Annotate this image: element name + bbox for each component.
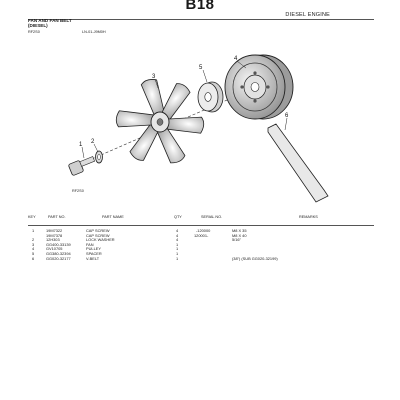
cell-part-no: 12H303 [46, 237, 60, 243]
parts-diagram: 1 2 3 4 5 6 RF2S0 [68, 54, 329, 203]
pulley-part [224, 54, 294, 120]
callout-1: 1 [79, 142, 83, 148]
callout-3: 3 [152, 74, 156, 80]
cell-qty: 1 [176, 241, 179, 247]
cell-part-name: PULLEY [86, 246, 101, 252]
cell-serial-no: 120001- [194, 232, 209, 238]
cell-remarks: M8 X 35 [232, 228, 247, 233]
cell-key: 4 [32, 246, 35, 252]
cell-qty: 4 [176, 232, 179, 238]
callout-numbers: 1 2 3 4 5 6 [79, 56, 289, 148]
col-part-name: PART NAME [102, 215, 124, 219]
cell-part-no: GG380-32394 [46, 251, 71, 256]
callout-5: 5 [199, 65, 203, 71]
callout-leaders [81, 60, 288, 159]
callout-6: 6 [285, 113, 289, 119]
cell-qty: 1 [176, 255, 179, 261]
cell-qty: 4 [176, 237, 179, 243]
cell-key: 5 [32, 251, 35, 256]
header-rule [28, 19, 374, 20]
spacer-part [197, 81, 224, 113]
cell-part-name: V-BELT [86, 255, 100, 261]
cell-part-name: CAP SCREW [86, 232, 110, 238]
fan-part [115, 79, 205, 164]
lock-washer-part [95, 150, 103, 164]
cell-part-name: CAP SCREW [86, 228, 110, 233]
cell-remarks: M8 X 40 [232, 232, 247, 238]
figure-heading: FAN AND FAN BELT (DIESEL) [28, 18, 72, 29]
cell-part-no: GG020-32177 [46, 255, 71, 261]
figure-code: RF2S0 [28, 30, 40, 34]
callout-4: 4 [234, 56, 238, 62]
page-title: B18 [185, 0, 215, 13]
heading-subtitle: (DIESEL) [28, 23, 48, 29]
cell-key: 6 [32, 255, 35, 261]
section-label: DIESEL ENGINE [285, 12, 330, 18]
cell-key: 2 [32, 237, 35, 243]
table-row: 19M7378 CAP SCREW 4 120001- M8 X 40 [0, 232, 400, 239]
cell-serial-no: -120000 [196, 228, 211, 233]
col-serial-no: SERIAL NO. [201, 215, 223, 219]
col-qty: QTY [174, 215, 182, 219]
table-row: 5 GG380-32394 SPACER 1 [0, 251, 400, 257]
table-row: 4 GV10705 PULLEY 1 [0, 247, 400, 252]
table-row: 3 GG400-33139 FAN 1 [0, 241, 400, 248]
cell-qty: 4 [176, 228, 179, 233]
cell-part-name: FAN [86, 241, 94, 247]
cell-part-name: LOCK WASHER [86, 237, 115, 243]
table-row: 2 12H303 LOCK WASHER 4 5/16" [0, 238, 400, 243]
cell-part-no: 19M7378 [46, 232, 63, 238]
col-part-no: PART NO. [48, 215, 66, 219]
cell-key: 1 [32, 228, 35, 233]
cell-remarks: (38") (SUB GG020-32199) [232, 255, 278, 261]
col-remarks: REMARKS [299, 215, 318, 219]
figure-caption: RF2S0 [72, 189, 84, 193]
cell-part-no: 19M7322 [46, 228, 63, 233]
table-rule [28, 225, 374, 226]
cell-qty: 1 [176, 246, 179, 252]
cell-key: 3 [32, 241, 35, 247]
figure-reference: LN-01-J9M0H [82, 30, 106, 34]
cap-screw-part [68, 156, 96, 176]
heading-title: FAN AND FAN BELT [28, 18, 72, 23]
table-row: 1 19M7322 CAP SCREW 4 -120000 M8 X 35 [0, 228, 400, 234]
cell-qty: 1 [176, 251, 179, 256]
callout-2: 2 [91, 139, 95, 145]
col-key: KEY [28, 215, 36, 219]
cell-part-name: SPACER [86, 251, 102, 256]
table-row: 6 GG020-32177 V-BELT 1 (38") (SUB GG020-… [0, 255, 400, 262]
v-belt-part [267, 123, 329, 203]
cell-part-no: GG400-33139 [46, 241, 71, 247]
cell-part-no: GV10705 [46, 246, 63, 252]
cell-remarks: 5/16" [232, 237, 241, 243]
